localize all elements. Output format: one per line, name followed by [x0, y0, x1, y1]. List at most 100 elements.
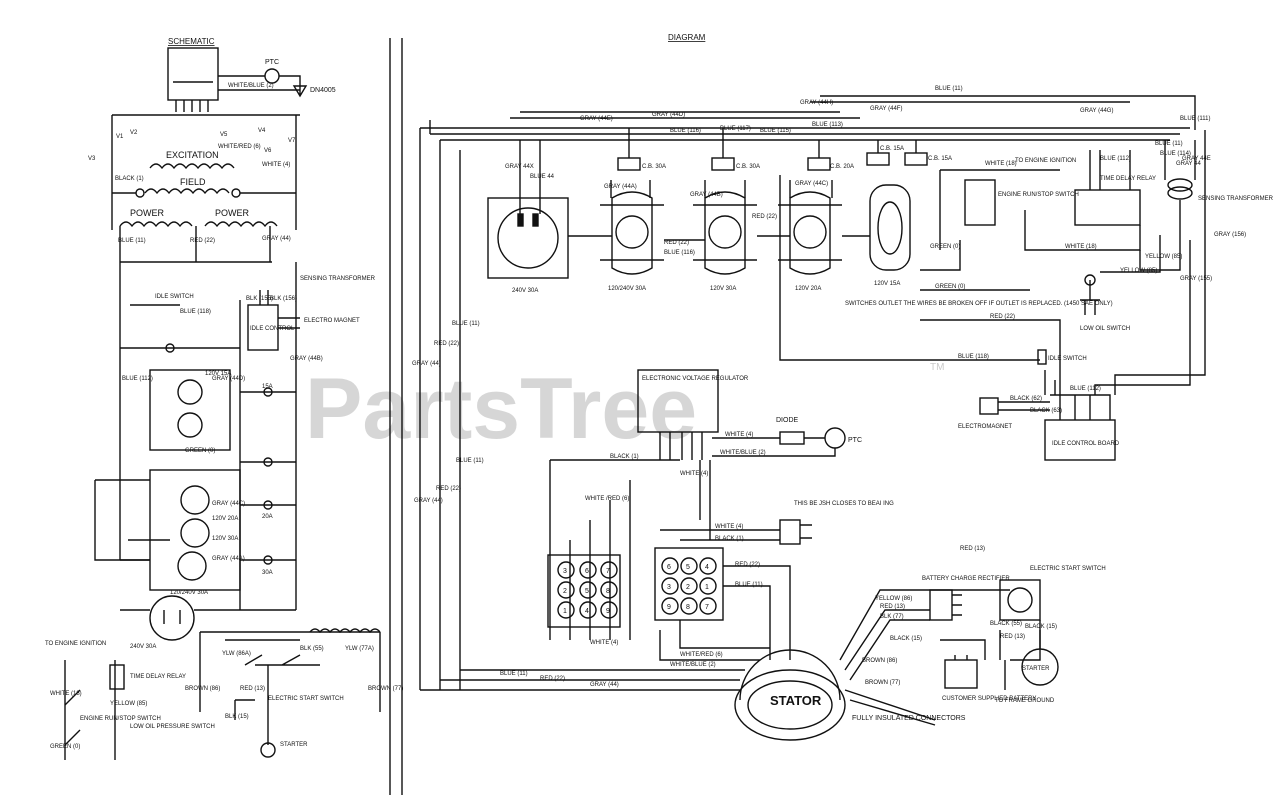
schematic-receptacle-group [149, 469, 241, 591]
schematic-blue-118: BLUE (118) [180, 309, 211, 315]
diagram-red-22f: RED (22) [540, 676, 565, 682]
plug-right-pin: 4 [705, 564, 709, 571]
schematic-v7: V7 [288, 138, 296, 144]
diagram-to-engine-ignition: TO ENGINE IGNITION [1015, 158, 1076, 164]
schematic-labels: SCHEMATIC PTC DN4005 WHITE/BLUE (2) EXCI… [45, 37, 403, 750]
plug-left-numbers: 3 6 2 5 1 4 7 8 9 [563, 568, 610, 615]
diagram-cb-30a-2-label: C.B. 30A [736, 164, 760, 170]
schematic-receptacle-15a-label: 120V 15A [205, 371, 231, 377]
diagram-gray-44d: GRAY (44D) [652, 112, 685, 118]
diagram-cb-30a-2 [711, 157, 735, 171]
diagram-plug-right [654, 547, 724, 621]
plug-right-pin: 5 [686, 564, 690, 571]
diagram-stator [739, 649, 841, 701]
diagram-blue-11e: BLUE (11) [500, 671, 528, 677]
diagram-black-1b: BLACK (1) [715, 536, 744, 542]
schematic-breaker-15a: 15A [262, 384, 273, 390]
schematic-electro-magnet-label: ELECTRO MAGNET [304, 318, 360, 324]
schematic-power-left-label: POWER [130, 208, 165, 218]
diagram-brown-77: BROWN (77) [865, 680, 900, 686]
diagram-cb-30a-1-label: C.B. 30A [642, 164, 666, 170]
schematic-v3: V3 [88, 156, 96, 162]
diagram-black-62: BLACK (62) [1010, 396, 1042, 402]
schematic-wire-white-4: WHITE (4) [262, 162, 290, 168]
diagram-jumper-note: THIS BE JSH CLOSES TO BEAI ING [794, 501, 894, 507]
diagram-cb-15a-2 [904, 152, 928, 166]
diagram-cb-30a-1 [617, 157, 641, 171]
diagram-gray-44a: GRAY (44A) [604, 184, 637, 190]
diagram-gray-44e: GRAY (44E) [580, 116, 613, 122]
schematic-field-label: FIELD [180, 177, 206, 187]
plug-right-numbers: 6 5 4 3 2 1 9 8 7 [667, 564, 709, 611]
diagram-red-13c: RED (13) [1000, 634, 1025, 640]
schematic-to-engine-ignition: TO ENGINE IGNITION [45, 641, 106, 647]
schematic-engine-run-stop: ENGINE RUN/STOP SWITCH [80, 716, 161, 722]
schematic-blk-155: BLK (155) [246, 296, 273, 302]
diagram-plug-left [547, 554, 621, 628]
diagram-diode [779, 431, 805, 445]
diagram-voltage-regulator [637, 369, 719, 433]
wire-layer [64, 38, 1206, 795]
diagram-idle-switch-label: IDLE SWITCH [1048, 356, 1087, 362]
diagram-white-4b: WHITE (4) [680, 471, 708, 477]
diagram-ptc [824, 427, 846, 449]
plug-left-pin: 2 [563, 588, 567, 595]
diagram-idle-control-board-label: IDLE CONTROL BOARD [1052, 441, 1120, 447]
plug-left-pin: 3 [563, 568, 567, 575]
diagram-jumper-connector [779, 519, 801, 545]
diagram-blue-44: BLUE 44 [530, 174, 555, 180]
diagram-gray-44-label: GRAY 44 [1176, 161, 1201, 167]
diagram-engine-run-stop: ENGINE RUN/STOP SWITCH [998, 192, 1079, 198]
schematic-ptc-label: PTC [265, 59, 279, 66]
schematic-blk-55: BLK (55) [300, 646, 324, 652]
schematic-electric-start-switch: ELECTRIC START SWITCH [268, 696, 344, 702]
plug-right-pin: 8 [686, 604, 690, 611]
schematic-v2: V2 [130, 130, 138, 136]
schematic-brown-86: BROWN (86) [185, 686, 220, 692]
diagram-header: DIAGRAM [668, 33, 706, 42]
diagram-blue-111: BLUE (111) [1180, 116, 1210, 122]
diagram-blue-11c: BLUE (11) [456, 458, 484, 464]
diagram-blk-77: BLK (77) [880, 614, 904, 620]
diagram-sensing-transformer-label: SENSING TRANSFORMER [1198, 196, 1274, 202]
schematic-time-delay-relay: TIME DELAY RELAY [130, 674, 186, 680]
plug-left-pin: 8 [606, 588, 610, 595]
diagram-starter-label: STARTER [1022, 666, 1050, 672]
diagram-engine-run-stop-switch [964, 179, 996, 226]
diagram-gray-44f: GRAY (44F) [870, 106, 902, 112]
schematic-wire-white-blue: WHITE/BLUE (2) [228, 83, 274, 89]
power-coil-left [119, 221, 193, 228]
diagram-blue-113: BLUE (113) [812, 122, 843, 128]
diagram-sensing-transformer [1167, 178, 1193, 192]
schematic-wire-blue-11: BLUE (11) [118, 238, 146, 244]
schematic-brown-77: BROWN (77) [368, 686, 403, 692]
diagram-240v-label: 240V 30A [512, 288, 538, 294]
diagram-gray-155: GRAY (155) [1180, 276, 1212, 282]
schematic-blk-15: BLK (15) [225, 714, 249, 720]
schematic-receptacle-15a [149, 369, 231, 451]
diagram-electric-start-label: ELECTRIC START SWITCH [1030, 566, 1106, 572]
excitation-coil [149, 163, 235, 170]
diagram-blue-11b: BLUE (11) [1155, 141, 1183, 147]
diagram-gray-44c: GRAY (44C) [795, 181, 828, 187]
schematic-red-13: RED (13) [240, 686, 265, 692]
schematic-header: SCHEMATIC [168, 37, 215, 46]
diagram-frame-ground-label: TO FRAME GROUND [995, 698, 1055, 704]
schematic-ylw-86a: YLW (86A) [222, 651, 251, 657]
schematic-ptc [264, 68, 280, 84]
schematic-green-0b: GREEN (0) [50, 744, 80, 750]
diagram-cb-20a-label: C.B. 20A [830, 164, 854, 170]
diagram-white-4: WHITE (4) [725, 432, 753, 438]
plug-right-pin: 7 [705, 604, 709, 611]
diagram-cb-15a-2-label: C.B. 15A [928, 156, 952, 162]
diagram-low-oil-switch-label: LOW OIL SWITCH [1080, 326, 1130, 332]
schematic-receptacle-240v-label: 240V 30A [130, 644, 156, 650]
schematic-gray-44c: GRAY (44C) [212, 501, 245, 507]
power-coil-right [204, 221, 278, 228]
schematic-wire-white-red: WHITE/RED (6) [218, 144, 261, 150]
diagram-black-1: BLACK (1) [610, 454, 639, 460]
field-coil [144, 188, 230, 195]
schematic-breaker-20a: 20A [262, 514, 273, 520]
schematic-ylw-77a: YLW (77A) [345, 646, 374, 652]
